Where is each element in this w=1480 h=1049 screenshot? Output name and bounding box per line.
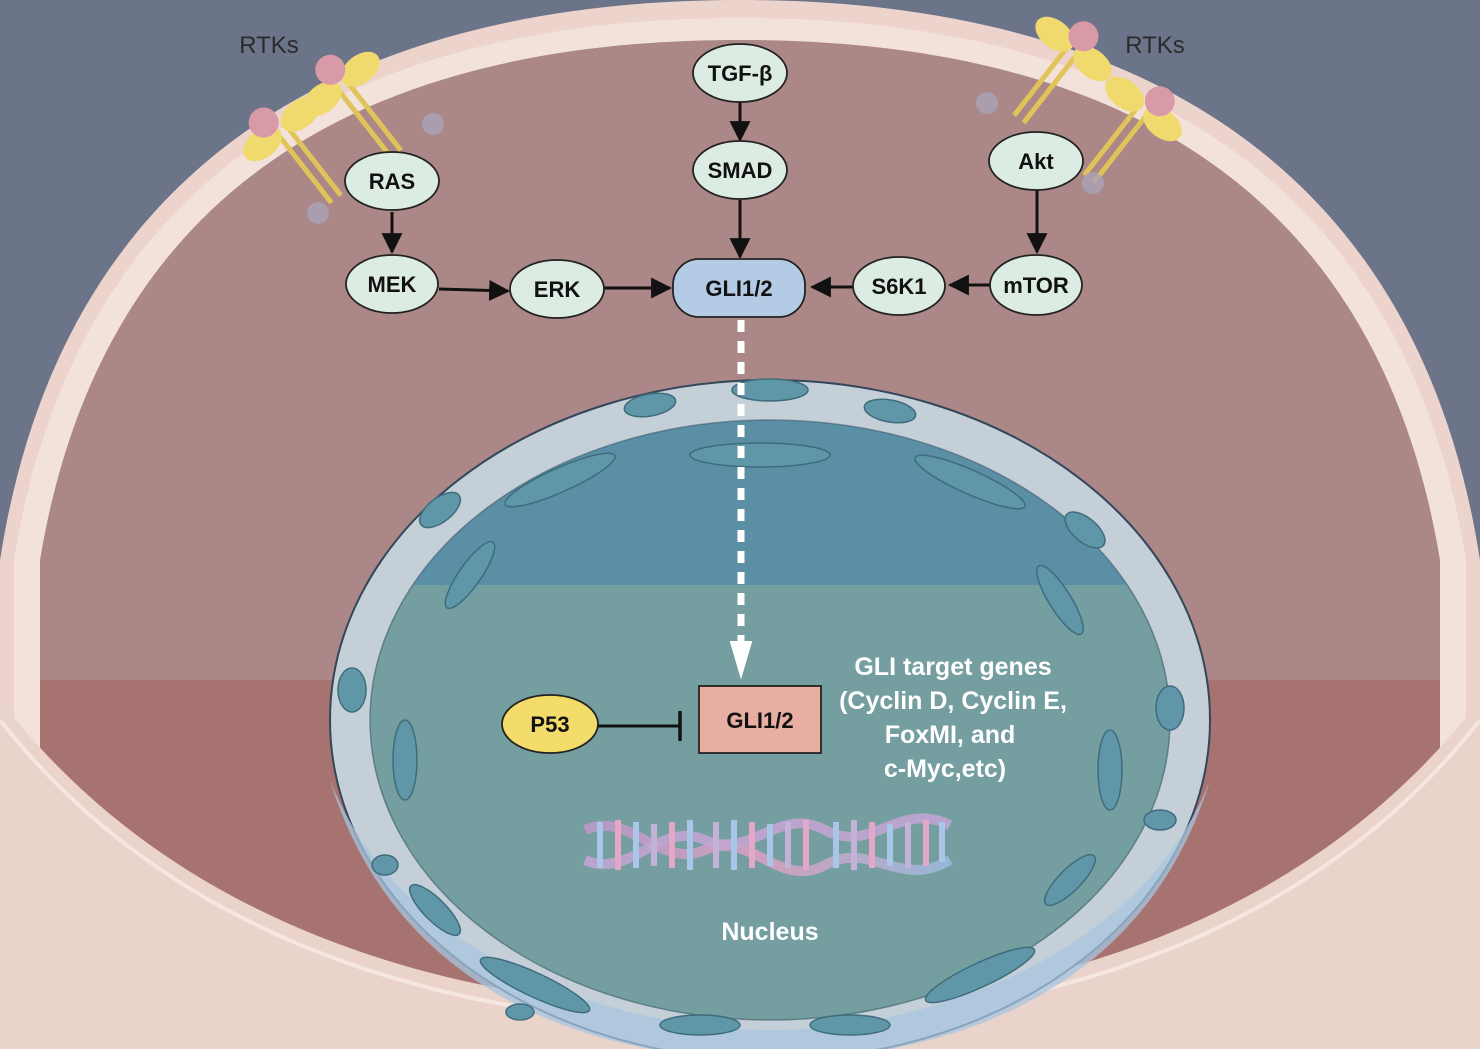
target-genes-line-1: GLI target genes xyxy=(854,653,1051,681)
arrow-mek-erk xyxy=(438,279,511,301)
node-tgfb: TGF-β xyxy=(692,43,788,103)
node-akt: Akt xyxy=(988,131,1084,191)
rtks-label-right: RTKs xyxy=(1125,32,1185,59)
node-s6k1-label: S6K1 xyxy=(871,274,926,299)
node-mtor: mTOR xyxy=(989,254,1083,316)
node-gli-cytoplasm: GLI1/2 xyxy=(672,258,806,318)
dna-helix-icon xyxy=(582,813,953,877)
rtk-receptors-right xyxy=(976,16,1182,194)
cell-bottom-fold xyxy=(0,700,1480,1049)
node-s6k1: S6K1 xyxy=(852,256,946,316)
gli-target-genes: GLI target genes (Cyclin D, Cyclin E, Fo… xyxy=(839,653,1067,783)
node-ras: RAS xyxy=(344,151,440,211)
node-p53: P53 xyxy=(501,694,599,754)
node-smad-label: SMAD xyxy=(708,158,773,183)
pathway-arrows xyxy=(381,102,1048,741)
node-erk-label: ERK xyxy=(534,277,581,302)
node-gli-cytoplasm-label: GLI1/2 xyxy=(705,276,772,301)
node-p53-label: P53 xyxy=(530,712,569,737)
arrow-translocation-head xyxy=(729,641,753,680)
node-mek-label: MEK xyxy=(368,272,417,297)
target-genes-line-2: (Cyclin D, Cyclin E, xyxy=(839,687,1067,715)
node-tgfb-label: TGF-β xyxy=(708,61,773,86)
node-mtor-label: mTOR xyxy=(1003,273,1069,298)
node-gli-nucleus-label: GLI1/2 xyxy=(726,708,793,733)
target-genes-line-4: c-Myc,etc) xyxy=(884,755,1006,783)
nuclear-pores xyxy=(337,378,1185,1036)
node-mek: MEK xyxy=(345,254,439,314)
rtks-label-left: RTKs xyxy=(239,32,299,59)
target-genes-line-3: FoxMI, and xyxy=(885,721,1016,749)
node-ras-label: RAS xyxy=(369,169,415,194)
node-gli-nucleus: GLI1/2 xyxy=(698,685,822,754)
node-erk: ERK xyxy=(509,259,605,319)
node-akt-label: Akt xyxy=(1018,149,1054,174)
nucleus-label: Nucleus xyxy=(721,918,818,946)
rtk-receptors-left xyxy=(243,51,444,224)
node-smad: SMAD xyxy=(692,140,788,200)
